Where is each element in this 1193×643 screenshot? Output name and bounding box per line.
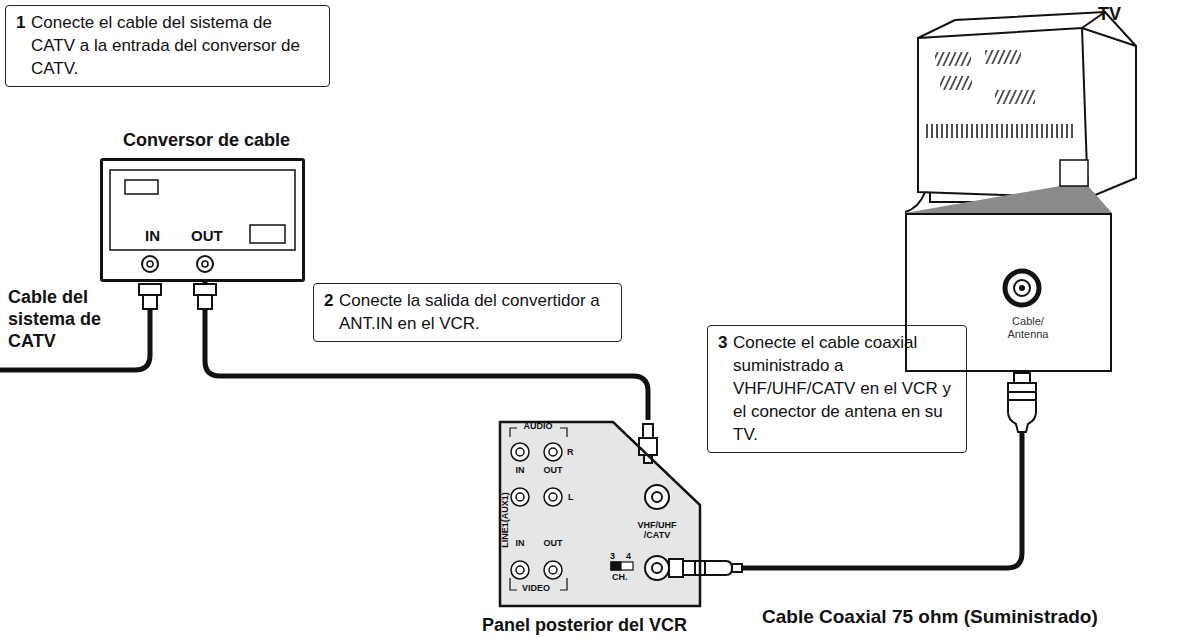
rf-jack	[652, 563, 662, 573]
converter-detail	[110, 170, 295, 272]
antenna-jack	[1005, 271, 1039, 305]
rca-jack	[544, 488, 562, 506]
port-label: VIDEO	[516, 583, 556, 593]
f-plug	[198, 295, 212, 309]
antenna-jack	[1014, 280, 1030, 296]
device-title: Conversor de cable	[123, 129, 290, 151]
switch-label: 3	[610, 551, 615, 561]
port-label: L	[568, 492, 574, 502]
callout-text: Conecte el cable del sistema de CATV a l…	[31, 11, 319, 80]
tv-set	[905, 12, 1136, 212]
f-plug	[194, 284, 216, 295]
rca-jack	[511, 488, 529, 506]
callout-text: Conecte el cable coaxial suministrado a …	[733, 331, 956, 446]
f-plug	[139, 284, 161, 295]
coax-plug	[1008, 373, 1036, 432]
f-plug	[639, 438, 657, 455]
zoom-wedge	[905, 160, 1112, 213]
callout-box: 2 Conecte la salida del convertidor a ANT…	[313, 283, 622, 342]
switch-label: 4	[626, 551, 631, 561]
antenna-jack	[1019, 285, 1025, 291]
cable-label: Cable Coaxial 75 ohm (Suministrado)	[762, 605, 1098, 628]
port-label: R	[567, 447, 574, 457]
rca-jack	[549, 493, 557, 501]
tv-set	[940, 76, 972, 90]
callout-box: 3 Conecte el cable coaxial suministrado a…	[707, 325, 967, 453]
port-label: AUDIO	[518, 421, 558, 431]
panel-title: Panel posterior del VCR	[482, 614, 687, 636]
rca-jack	[516, 566, 524, 574]
zoom-wedge	[905, 186, 1112, 213]
rca-jack	[511, 443, 529, 461]
callout-number: 3	[718, 331, 727, 354]
coax-plug	[1008, 383, 1036, 432]
zoom-wedge	[1060, 160, 1088, 186]
callout-number: 2	[324, 289, 333, 312]
ch-switch	[611, 562, 633, 570]
f-plug	[683, 561, 732, 575]
callout-number: 1	[16, 11, 25, 34]
rca-jack	[516, 493, 524, 501]
rca-jack	[544, 561, 562, 579]
f-plug	[669, 559, 683, 577]
port-label: VHF/UHF /CATV	[633, 520, 681, 540]
rca-jack	[511, 561, 529, 579]
panel-outline	[498, 420, 702, 608]
device-title: TV	[1098, 3, 1121, 25]
coax-plug	[1014, 373, 1030, 383]
port-label: Cable/ Antenna	[999, 315, 1057, 341]
antenna-jack	[1005, 271, 1039, 305]
tv-set	[935, 52, 971, 66]
port-label: OUT	[543, 538, 563, 548]
f-plug	[643, 424, 653, 438]
panel-fill	[500, 422, 700, 606]
f-plug	[139, 284, 216, 309]
f-plug	[143, 295, 157, 309]
bracket-line	[510, 428, 567, 590]
rf-jack	[645, 485, 669, 509]
tv-set	[985, 50, 1021, 64]
port-label: IN	[145, 227, 160, 244]
converter-detail	[197, 256, 213, 272]
rca-jack	[544, 443, 562, 461]
converter-detail	[142, 256, 158, 272]
tv-set	[905, 192, 925, 212]
rca-jack	[516, 448, 524, 456]
converter-detail	[147, 261, 153, 267]
rca-jack	[549, 566, 557, 574]
rca-jack	[511, 443, 562, 579]
converter-detail	[202, 261, 208, 267]
tv-set	[918, 28, 1136, 198]
rca-jack	[549, 448, 557, 456]
tv-set	[995, 90, 1035, 104]
rf-jack	[645, 556, 669, 580]
panel-outline	[500, 422, 700, 606]
port-label: IN	[510, 538, 530, 548]
converter-detail	[110, 170, 295, 250]
converter-box: Conversor de cableINOUT	[100, 158, 305, 282]
converter-detail	[250, 225, 285, 243]
port-label: IN	[510, 465, 530, 475]
port-label: OUT	[543, 465, 563, 475]
port-label: OUT	[191, 227, 223, 244]
switch-label: CH.	[612, 572, 628, 582]
ch-switch	[611, 562, 633, 570]
coax-cable	[205, 282, 648, 420]
vcr-rear-panel: AUDIORINOUTLLINE1(AUX1)INOUTVIDEOVHF/UHF…	[498, 420, 702, 608]
port-label: LINE1(AUX1)	[500, 492, 510, 548]
callout-text: Conecte la salida del convertidor a ANT.…	[339, 289, 611, 335]
callout-box: 1 Conecte el cable del sistema de CATV a …	[5, 5, 330, 87]
converter-detail	[125, 180, 158, 194]
f-plug	[732, 564, 742, 572]
ch-switch	[611, 562, 621, 570]
tv-set	[925, 124, 1075, 138]
rf-jack	[652, 492, 662, 502]
tv-jack-panel: Cable/ Antenna	[905, 213, 1112, 372]
cable-label: Cable del sistema de CATV	[8, 286, 120, 352]
coax-plug	[1008, 392, 1036, 400]
